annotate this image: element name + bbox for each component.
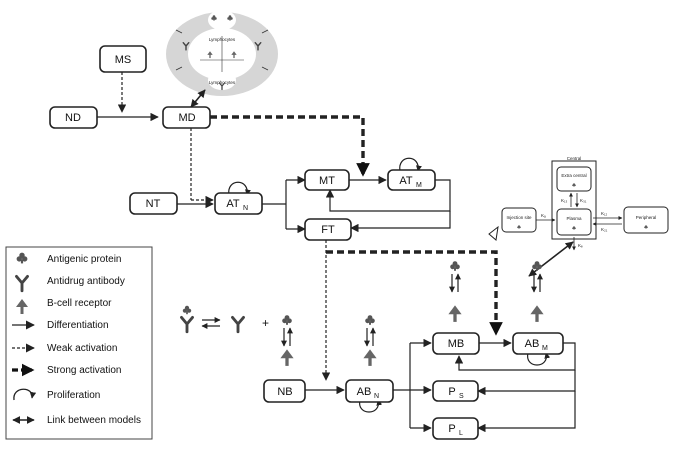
antigenic-protein-icon <box>365 315 375 325</box>
proliferation-loop-icon <box>228 181 251 196</box>
legend-label-2: B-cell receptor <box>47 298 112 309</box>
node-PL: P L <box>432 417 479 440</box>
node-ATN-label: AT <box>226 198 240 210</box>
legend-label-4: Weak activation <box>47 343 117 354</box>
legend-label-7: Link between models <box>47 415 141 426</box>
node-ABM-label: AB <box>525 338 540 350</box>
antigenic-protein-icon <box>282 315 292 325</box>
legend-label-0: Antigenic protein <box>47 254 122 265</box>
node-MS: MS <box>99 45 147 73</box>
node-MB: MB <box>432 332 480 355</box>
proliferation-loop-icon <box>13 388 37 401</box>
pk-kcp: K₁₂ <box>601 211 608 216</box>
b-cell-receptor-icon <box>448 305 462 322</box>
node-ATM-label: AT <box>399 175 413 187</box>
proliferation-loops <box>228 157 551 413</box>
node-PS-label: P <box>448 386 455 398</box>
pk-kce: K₁₃ <box>561 198 568 203</box>
antigenic-protein-icon <box>450 261 460 271</box>
node-ABN-sub: N <box>374 393 379 400</box>
node-ATN-sub: N <box>243 205 248 212</box>
node-PS: P S <box>432 380 479 402</box>
node-ND-label: ND <box>65 112 81 124</box>
legend-label-6: Proliferation <box>47 390 100 401</box>
lymph-top-label: Lymphocytes <box>209 37 236 42</box>
pk-kel: Kₑ <box>578 243 583 248</box>
node-NB: NB <box>263 379 306 403</box>
pk-plasma-label: Plasma <box>566 216 582 221</box>
binding-plus: + <box>262 316 269 330</box>
pk-peripheral <box>623 206 669 234</box>
antidrug-antibody-icon <box>180 315 194 334</box>
node-MT: MT <box>304 169 350 191</box>
b-cell-receptor-icon <box>280 349 294 366</box>
lymph-bottom-label: Lymphocytes <box>209 80 236 85</box>
node-FT: FT <box>304 218 352 241</box>
node-ABN: AB N <box>345 379 394 403</box>
node-MD: MD <box>162 106 211 129</box>
node-PS-sub: S <box>459 393 464 400</box>
node-ATM-sub: M <box>416 182 422 189</box>
connections <box>87 72 576 433</box>
lymphocyte-cell-illustration: Lymphocytes Lymphocytes <box>166 10 278 96</box>
pk-model: Central Extra central Plasma Injection s… <box>488 156 669 251</box>
pk-central-title: Central <box>567 156 582 161</box>
pk-kec: K₃₁ <box>580 198 587 203</box>
b-cell-receptor-icon <box>530 305 544 322</box>
node-PL-sub: L <box>459 430 463 437</box>
injection-syringe-icon <box>488 225 499 241</box>
node-MS-label: MS <box>115 54 132 66</box>
pk-peripheral-label: Peripheral <box>636 215 657 220</box>
b-cell-receptor-icon <box>363 349 377 366</box>
pk-extra-central <box>556 166 592 192</box>
pk-kpc: K₂₁ <box>601 227 608 232</box>
proliferation-loop-icon <box>399 157 422 172</box>
node-NT-label: NT <box>146 198 161 210</box>
node-NB-label: NB <box>277 386 292 398</box>
legend-frame <box>5 246 153 440</box>
node-ABM: AB M <box>512 332 564 355</box>
node-FT-label: FT <box>321 224 335 236</box>
pk-injection-site-label: Injection site <box>506 215 532 220</box>
pk-ka: Kₐ <box>541 213 546 218</box>
node-MT-label: MT <box>319 175 335 187</box>
legend-label-5: Strong activation <box>47 365 122 376</box>
node-ABN-label: AB <box>357 386 372 398</box>
node-ATM: AT M <box>387 169 436 191</box>
legend-label-1: Antidrug antibody <box>47 276 125 287</box>
antigenic-protein-icon <box>532 261 542 271</box>
binding-glyphs: + <box>180 261 544 366</box>
legend-label-3: Differentiation <box>47 320 109 331</box>
proliferation-loop-icon <box>359 399 383 413</box>
node-PL-label: P <box>448 423 455 435</box>
antigenic-protein-icon <box>182 305 192 315</box>
node-NT: NT <box>129 192 178 215</box>
pk-plasma <box>556 208 592 236</box>
node-MB-label: MB <box>448 338 465 350</box>
antidrug-antibody-icon <box>231 315 245 334</box>
node-MD-label: MD <box>178 112 195 124</box>
node-ATN: AT N <box>214 192 263 215</box>
node-ND: ND <box>49 106 98 129</box>
pk-extra-central-label: Extra central <box>561 173 586 178</box>
node-ABM-sub: M <box>542 345 548 352</box>
legend: Antigenic protein Antidrug antibody B-ce… <box>5 246 153 440</box>
proliferation-loop-icon <box>527 352 551 366</box>
